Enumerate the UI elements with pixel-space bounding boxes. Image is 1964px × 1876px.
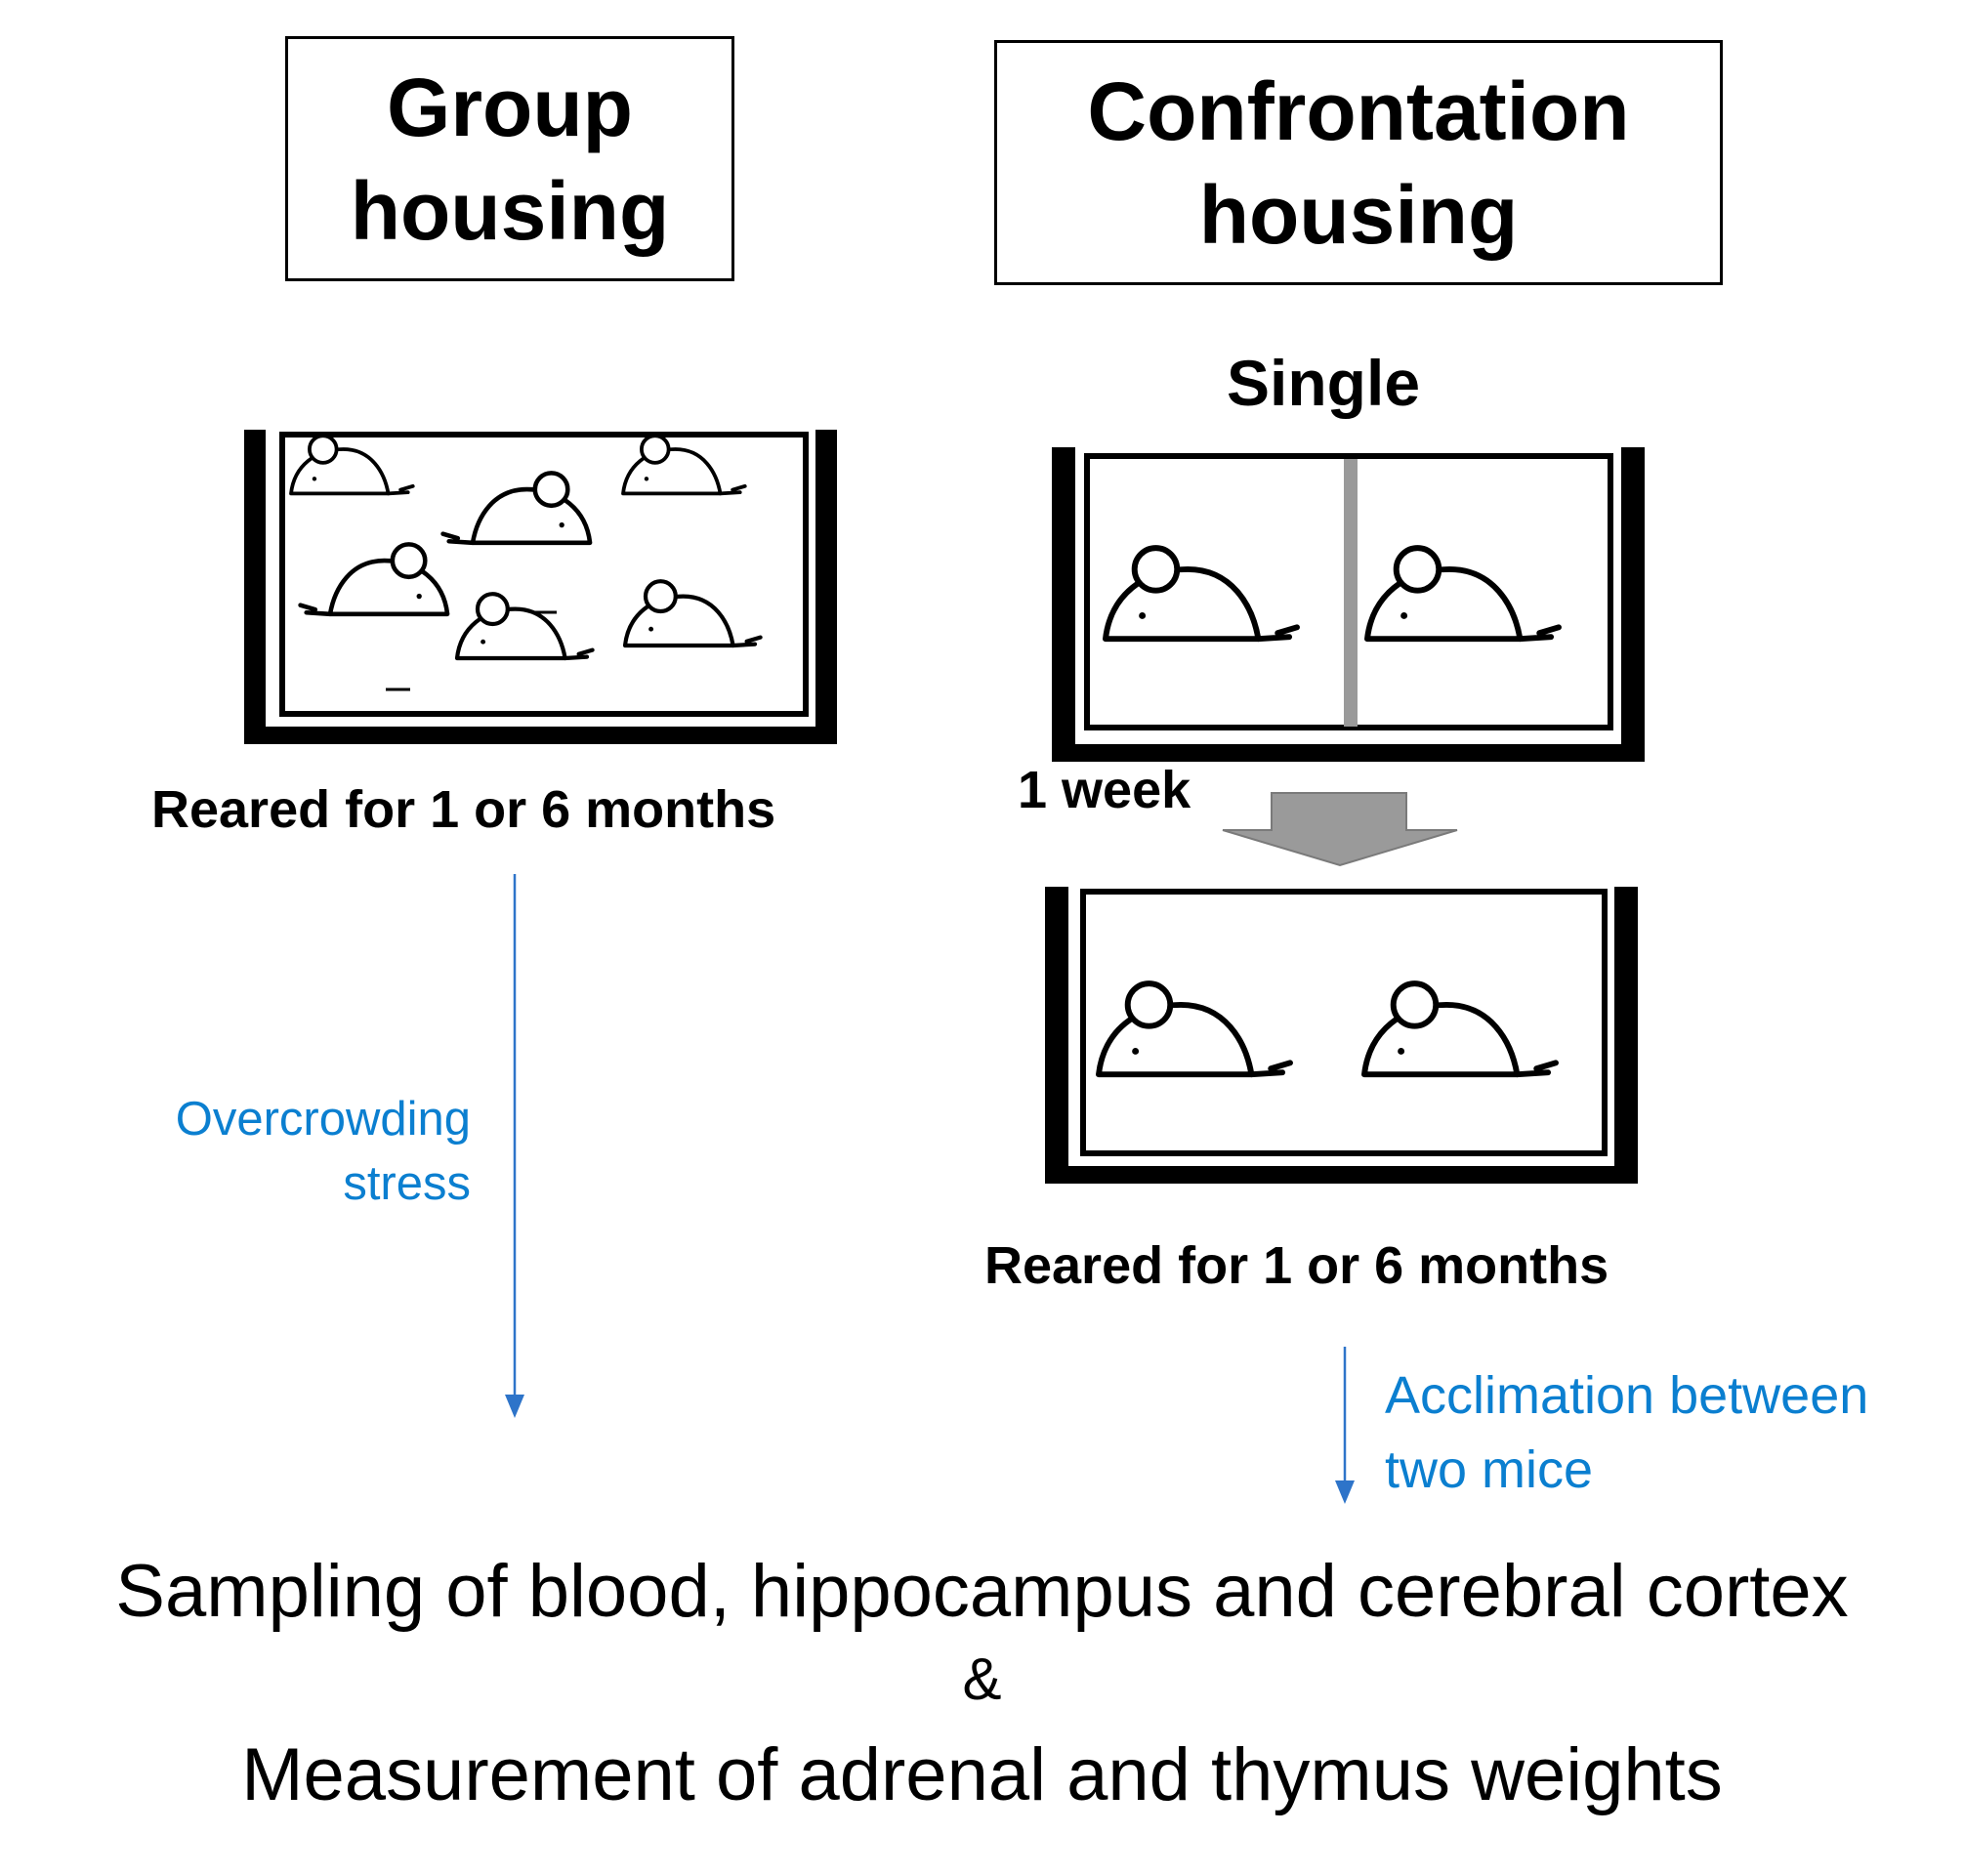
confrontation-housing-title: Confrontation housing [994, 40, 1723, 285]
sampling-text: Sampling of blood, hippocampus and cereb… [115, 1550, 1849, 1633]
acclimation-line2: two mice [1385, 1440, 1594, 1499]
overcrowding-line1: Overcrowding [175, 1093, 471, 1146]
transition-arrow [1222, 792, 1458, 867]
confrontation-cage-mice [1099, 983, 1556, 1074]
single-label: Single [1227, 347, 1421, 419]
confrontation-cage [1045, 887, 1638, 1184]
group-title-line2: housing [350, 164, 670, 257]
group-reared-label: Reared for 1 or 6 months [151, 780, 776, 839]
group-cage [244, 430, 837, 744]
acclimation-label: Acclimation between two mice [1385, 1358, 1868, 1507]
measurement-text: Measurement of adrenal and thymus weight… [241, 1733, 1723, 1816]
confrontation-title-line2: housing [1198, 168, 1519, 261]
overcrowding-line2: stress [343, 1157, 471, 1210]
acclimation-line1: Acclimation between [1385, 1366, 1869, 1425]
single-cage-mice [1106, 548, 1559, 639]
confrontation-title-line1: Confrontation [1087, 64, 1630, 157]
acclimation-arrow [1335, 1347, 1355, 1504]
week-label: 1 week [1018, 761, 1191, 819]
group-housing-title: Group housing [285, 36, 734, 281]
overcrowding-stress-label: Overcrowding stress [148, 1087, 471, 1216]
overcrowding-arrow [505, 874, 524, 1418]
ampersand-text: & [962, 1647, 1002, 1712]
group-mice [289, 434, 761, 691]
single-cage [1052, 447, 1645, 762]
group-title-line1: Group [387, 61, 633, 153]
confrontation-reared-label: Reared for 1 or 6 months [984, 1236, 1609, 1295]
